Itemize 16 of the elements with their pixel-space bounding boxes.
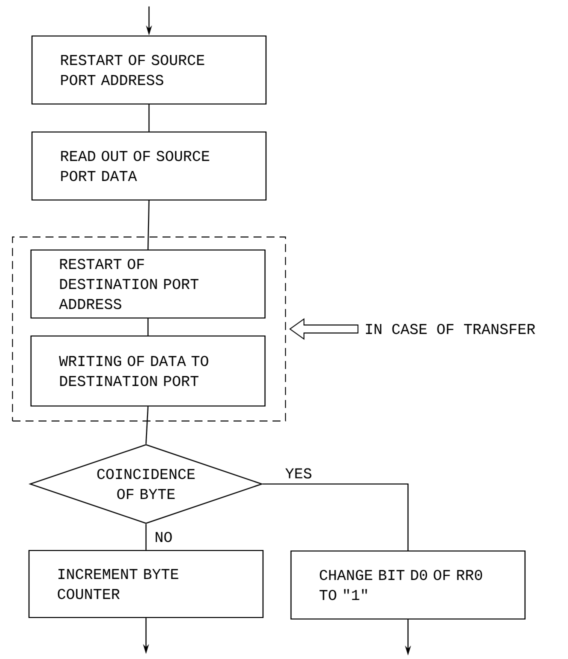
process-box: RESTART OF DESTINATION PORT ADDRESS: [30, 249, 266, 319]
edge-label: NO: [156, 532, 172, 542]
connector-line: [147, 200, 150, 250]
process-box: RESTART OF SOURCE PORT ADDRESS: [31, 35, 267, 105]
note-text: IN CASE OF TRANSFER: [366, 324, 536, 334]
process-box: INCREMENT BYTE COUNTER: [28, 550, 264, 618]
process-box: WRITING OF DATA TO DESTINATION PORT: [30, 335, 266, 407]
edge-label: YES: [285, 468, 312, 478]
connector-line: [145, 524, 147, 550]
connector-line: [147, 318, 149, 336]
connector-line: [145, 406, 149, 444]
connector-line: [262, 483, 409, 550]
connector-line: [148, 104, 150, 132]
process-box: READ OUT OF SOURCE PORT DATA: [31, 131, 267, 201]
dashed-group-box: [12, 236, 286, 422]
process-box: CHANGE BIT D0 OF RR0 TO "1": [290, 550, 526, 620]
